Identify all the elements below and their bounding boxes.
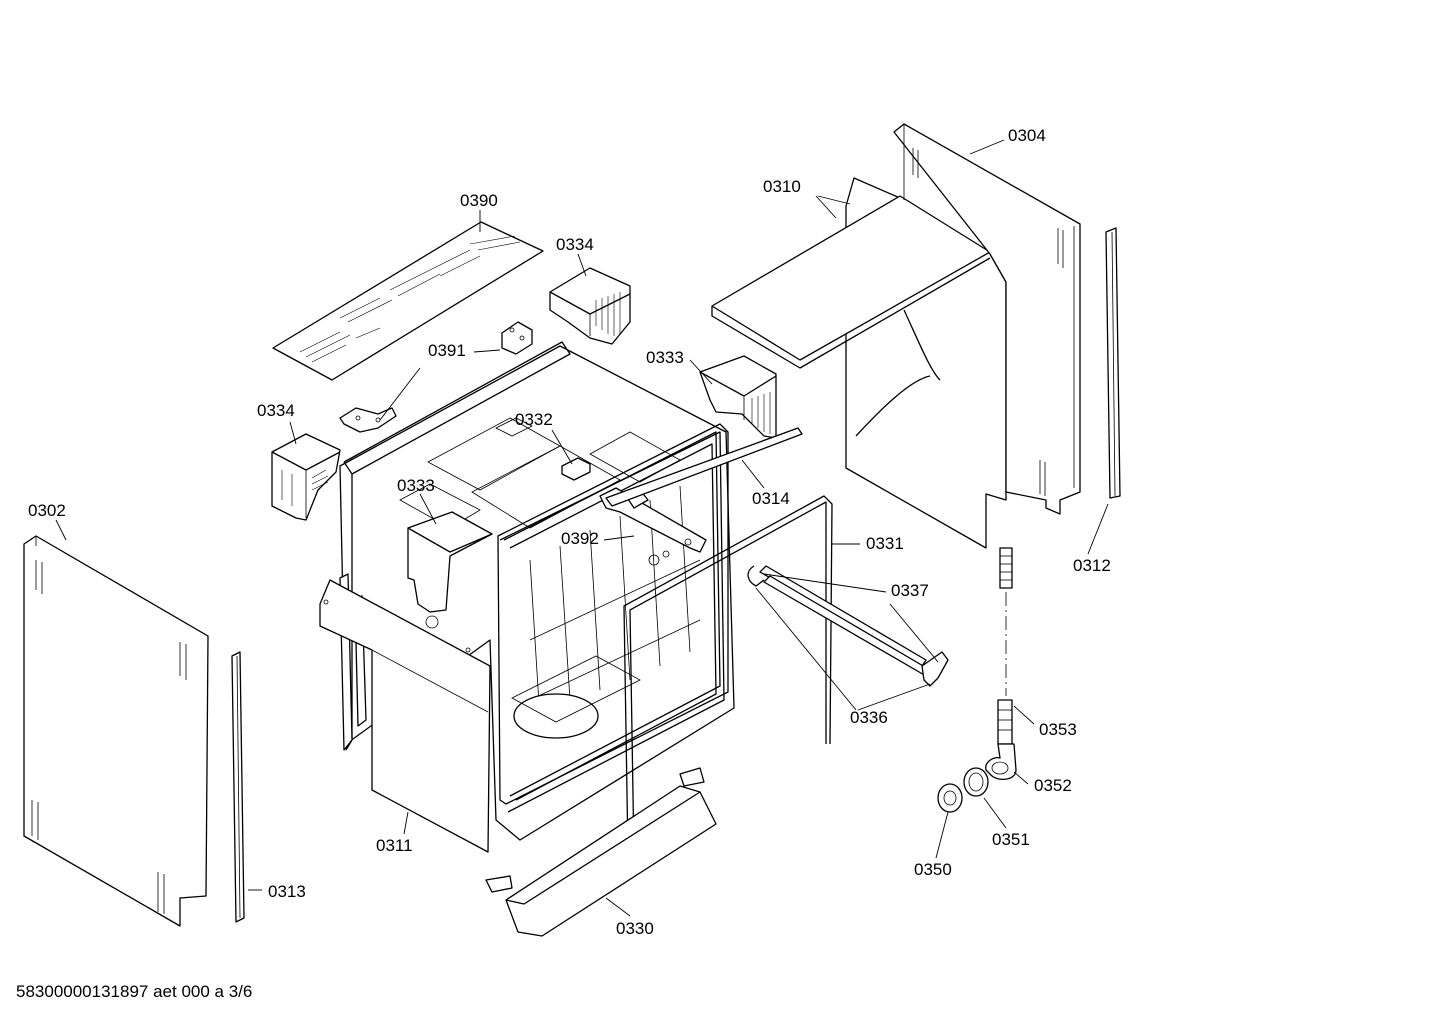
label-0352: 0352	[1034, 776, 1072, 795]
label-0337: 0337	[891, 581, 929, 600]
part-0302-side-panel-left	[23, 535, 209, 927]
label-0311: 0311	[376, 836, 413, 855]
part-number-labels: 0304 0310 0390 0334 0391 0333 0334 0332 …	[28, 126, 1111, 938]
part-0311-base-panel	[319, 579, 491, 853]
label-0353: 0353	[1039, 720, 1077, 739]
label-0334-top: 0334	[556, 235, 594, 254]
part-0332-latch	[495, 417, 591, 481]
label-0330: 0330	[616, 919, 654, 938]
part-0314-long-strip	[605, 427, 803, 507]
part-0353-hose-upper	[999, 547, 1013, 696]
label-0334-left: 0334	[257, 401, 295, 420]
part-0351-ring	[963, 767, 989, 797]
part-0391-bracket-left	[339, 407, 397, 433]
part-0352-elbow	[985, 743, 1017, 781]
part-0312-edge-strip	[1105, 227, 1121, 499]
part-0390-insulation-mat	[272, 221, 544, 381]
part-0334-hinge-top	[549, 267, 631, 345]
label-0310: 0310	[763, 177, 801, 196]
part-0333-cover-lower	[407, 511, 493, 629]
label-0314: 0314	[752, 489, 790, 508]
label-0336: 0336	[850, 708, 888, 727]
label-0351: 0351	[992, 830, 1030, 849]
part-0353-hose-lower	[997, 699, 1013, 745]
label-0392: 0392	[561, 529, 599, 548]
label-0304: 0304	[1008, 126, 1046, 145]
part-0310-back-plate	[711, 177, 1007, 549]
label-0302: 0302	[28, 501, 66, 520]
label-0391: 0391	[428, 341, 466, 360]
part-0334-hinge-left	[271, 433, 341, 521]
leader-lines	[55, 139, 1109, 917]
part-0330-base-tray	[485, 767, 717, 937]
part-tub-body	[339, 341, 735, 841]
label-0331: 0331	[866, 534, 904, 553]
label-0312: 0312	[1073, 556, 1111, 575]
label-0333-top: 0333	[646, 348, 684, 367]
label-0390: 0390	[460, 191, 498, 210]
label-0333-lower: 0333	[397, 476, 435, 495]
part-0304-side-panel-right	[893, 123, 1081, 515]
part-0350-cap	[937, 783, 963, 813]
part-0391-bracket-right	[501, 321, 533, 355]
part-0313-edge-strip	[231, 651, 245, 923]
label-0313: 0313	[268, 882, 306, 901]
drawing-reference-footer: 58300000131897 aet 000 a 3/6	[16, 982, 252, 1001]
part-0337-spray-bar	[747, 565, 949, 687]
label-0350: 0350	[914, 860, 952, 879]
label-0332: 0332	[515, 410, 553, 429]
part-0333-cover-top	[699, 355, 777, 439]
